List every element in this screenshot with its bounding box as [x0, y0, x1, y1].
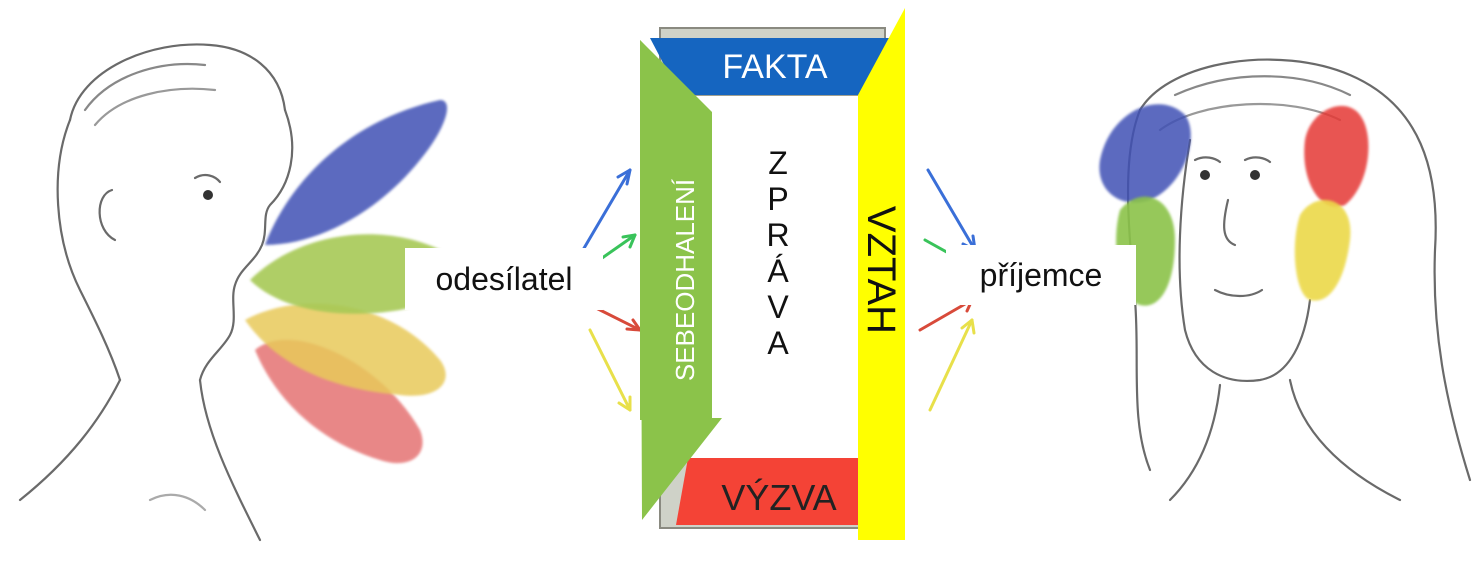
receiver-figure [1099, 58, 1472, 502]
arrow-yellow-right [928, 318, 974, 412]
arrow-blue-right [926, 168, 977, 252]
appeal-label: VÝZVA [721, 477, 836, 518]
sender-figure [18, 43, 458, 542]
arrow-red-right [918, 298, 974, 332]
facts-label: FAKTA [722, 48, 827, 86]
message-square [640, 8, 905, 540]
receiver-ear-blue [1099, 104, 1191, 203]
receiver-ear-yellow [1294, 200, 1351, 301]
relationship-label: VZTAH [859, 206, 903, 334]
facts-side [650, 38, 895, 95]
appeal-side [676, 458, 882, 525]
message-letter: Z [768, 145, 788, 181]
sender-leaf-blue [265, 100, 448, 245]
arrow-blue-left [578, 168, 632, 257]
message-letter: P [767, 181, 789, 217]
sender-head-sketch [18, 43, 294, 542]
message-word: Z P R Á V A [748, 145, 808, 361]
relationship-side [858, 8, 905, 540]
sender-leaf-yellow [245, 303, 446, 396]
receiver-label: příjemce [946, 245, 1136, 305]
receiver-ear-red [1304, 105, 1369, 207]
message-letter: V [767, 289, 789, 325]
sender-label: odesílatel [405, 248, 603, 310]
self-disclosure-label: SEBEODHALENÍ [670, 178, 700, 381]
sender-leaf-red [255, 339, 423, 464]
message-letter: R [766, 217, 790, 253]
arrow-yellow-left [588, 328, 632, 412]
message-letter: A [767, 325, 789, 361]
message-letter: Á [767, 253, 789, 289]
